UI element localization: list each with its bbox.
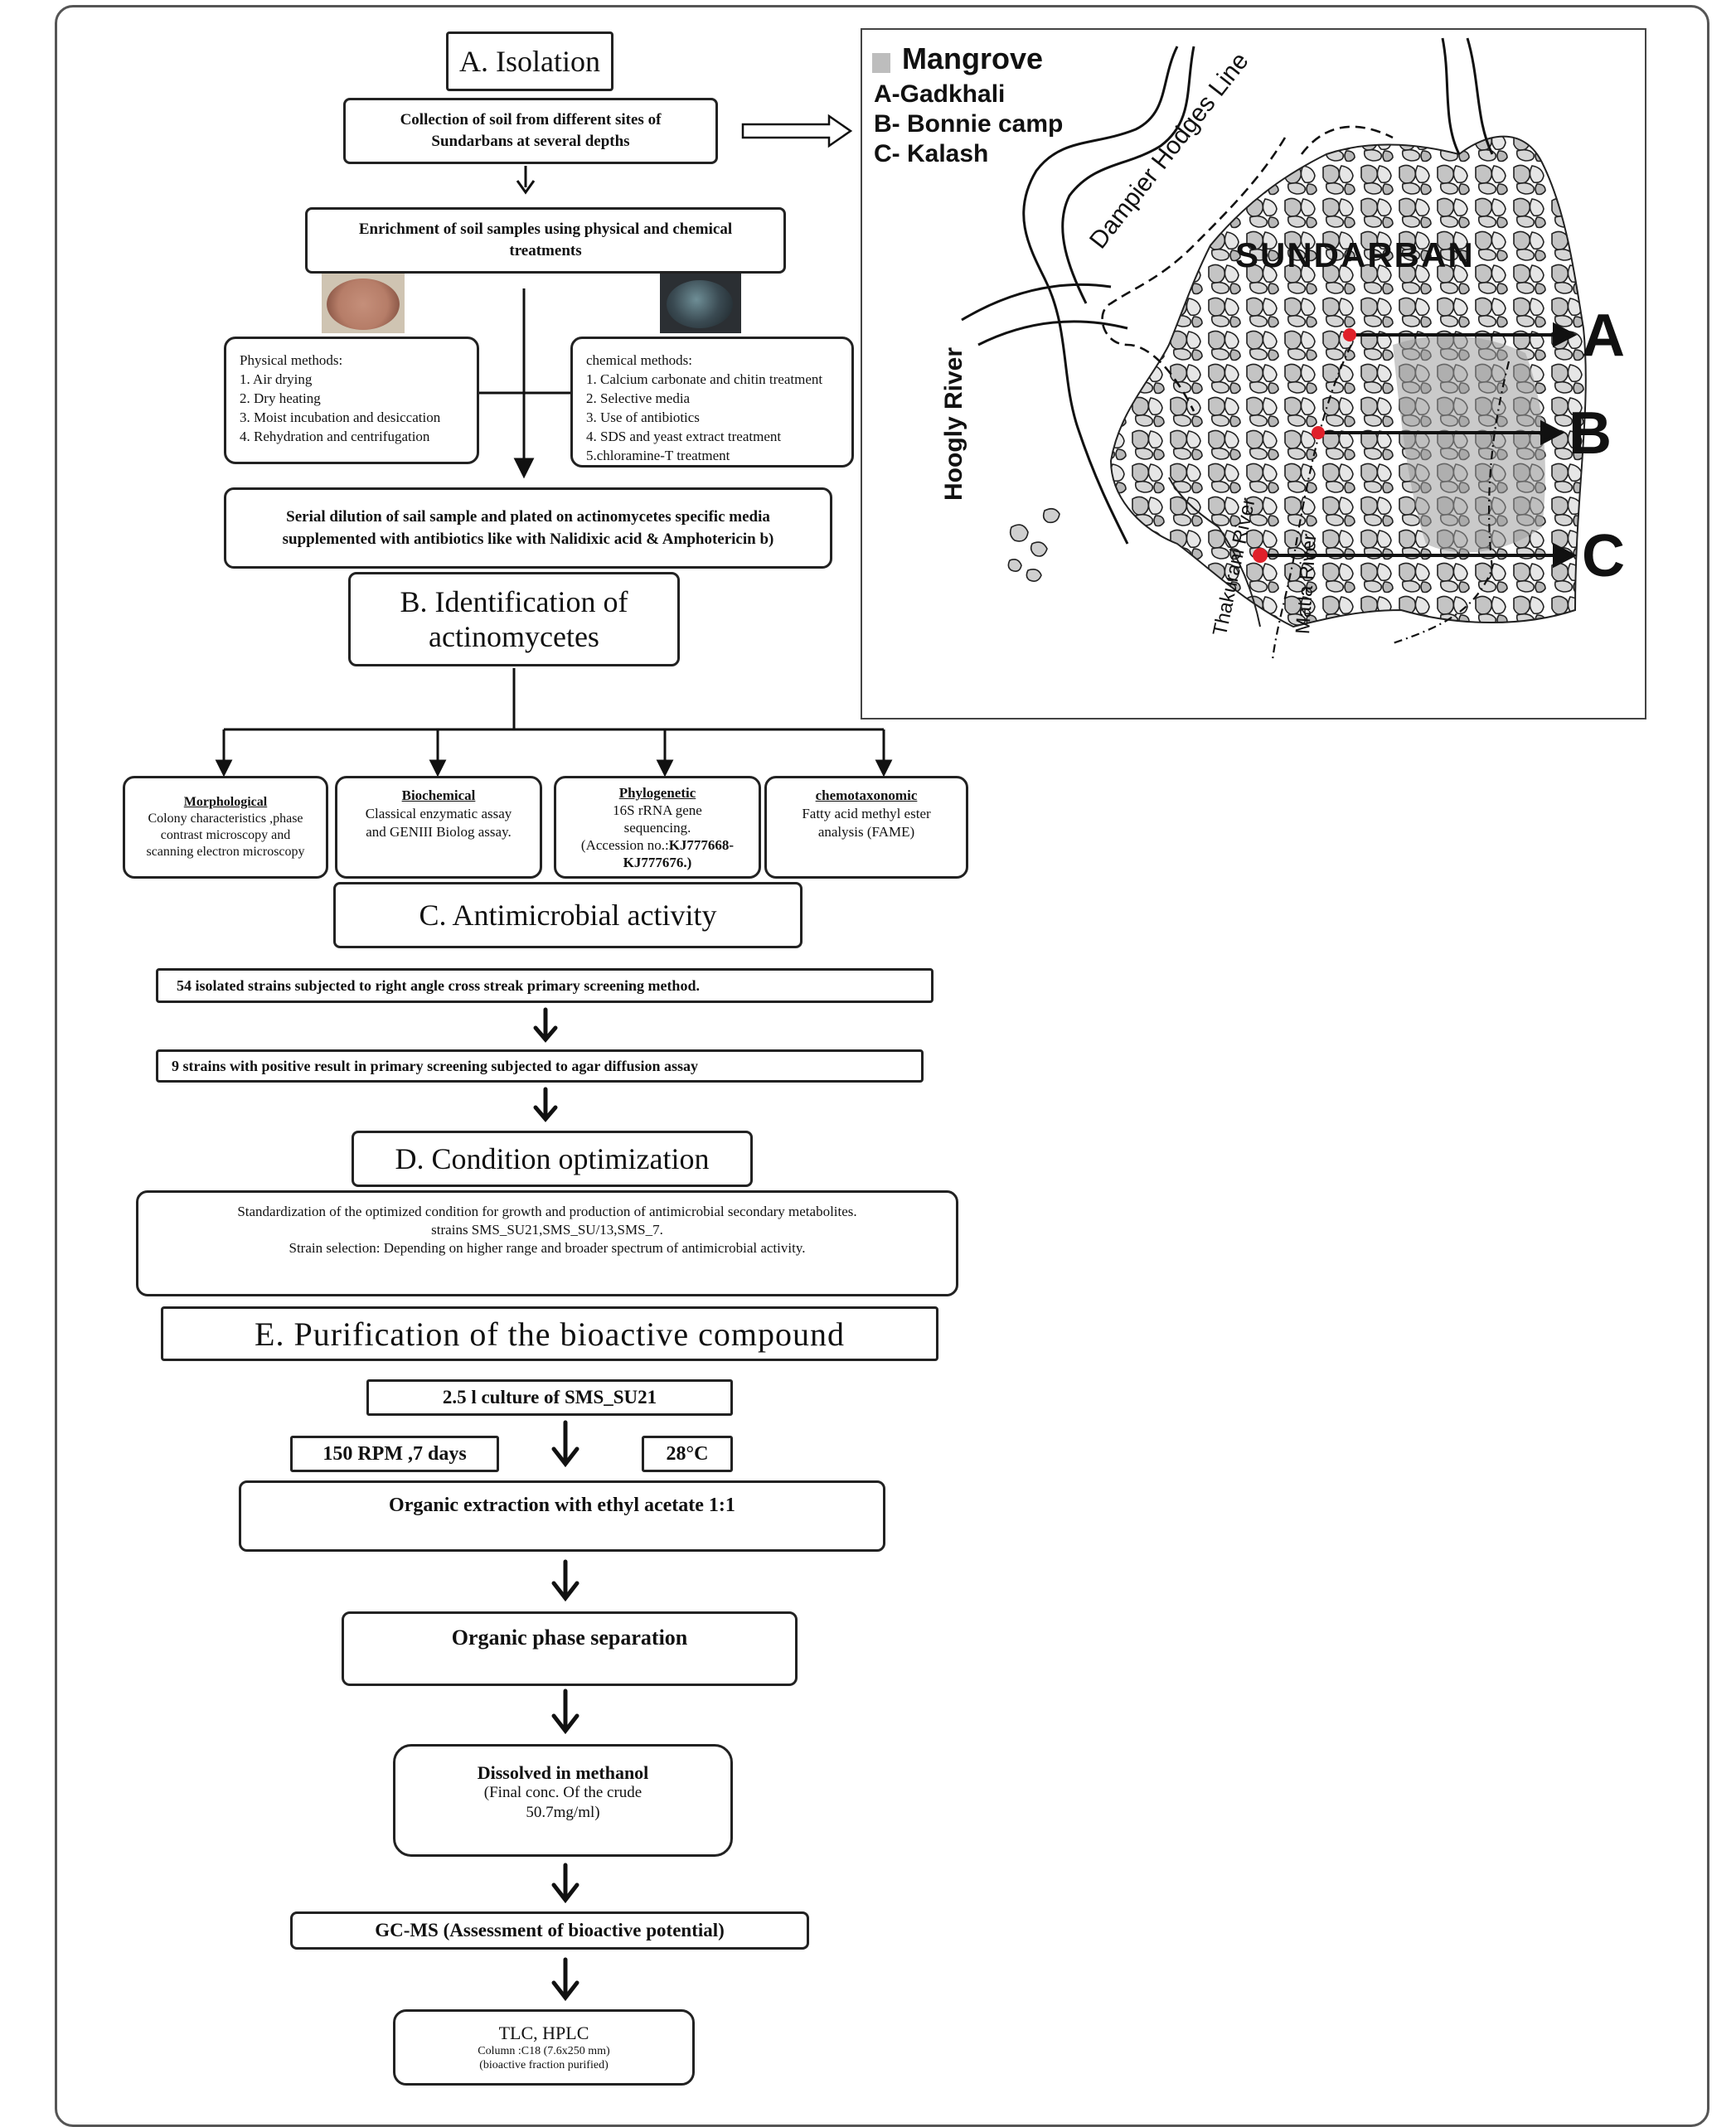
- optimization-line: Strain selection: Depending on higher ra…: [289, 1240, 806, 1256]
- morphological-heading: Morphological: [183, 795, 268, 809]
- chemotaxonomic-line: analysis (FAME): [817, 824, 915, 840]
- extraction-text: Organic extraction with ethyl acetate 1:…: [389, 1495, 735, 1516]
- phylogenetic-box: Phylogenetic 16S rRNA gene sequencing. (…: [554, 776, 761, 879]
- collection-box: Collection of soil from different sites …: [343, 98, 718, 164]
- chemical-item: 3. Use of antibiotics: [586, 409, 700, 425]
- chemical-item: 5.chloramine-T treatment: [586, 448, 730, 463]
- temperature-box: 28°C: [642, 1436, 733, 1472]
- tlc-line: Column :C18 (7.6x250 mm): [478, 2045, 610, 2057]
- physical-item: 4. Rehydration and centrifugation: [240, 429, 430, 444]
- physical-item: 1. Air drying: [240, 371, 313, 387]
- morphological-line: scanning electron microscopy: [146, 845, 305, 859]
- hoogly-label: Hoogly River: [940, 346, 967, 501]
- optimization-title-box: D. Condition optimization: [352, 1131, 753, 1187]
- antimicrobial-title: C. Antimicrobial activity: [419, 899, 717, 932]
- rpm-text: 150 RPM ,7 days: [322, 1442, 467, 1465]
- phylogenetic-line: sequencing.: [623, 819, 691, 836]
- identification-title-line-2: actinomycetes: [429, 620, 599, 653]
- identification-title-line-1: B. Identification of: [400, 585, 628, 618]
- site-b-marker: [1312, 426, 1325, 439]
- purification-title-box: E. Purification of the bioactive compoun…: [161, 1306, 938, 1361]
- optimization-title: D. Condition optimization: [395, 1142, 710, 1175]
- phase-separation-box: Organic phase separation: [342, 1611, 798, 1686]
- collection-line-2: Sundarbans at several depths: [431, 133, 630, 150]
- site-letter-a: A: [1582, 303, 1625, 369]
- optimization-line: strains SMS_SU21,SMS_SU/13,SMS_7.: [431, 1222, 663, 1238]
- morphological-line: contrast microscopy and: [160, 828, 291, 842]
- physical-item: 3. Moist incubation and desiccation: [240, 409, 441, 425]
- accession-line: (Accession no.:KJ777668-: [581, 836, 734, 854]
- biochemical-heading: Biochemical: [401, 787, 476, 803]
- physical-item: 2. Dry heating: [240, 390, 321, 406]
- accession-b: KJ777676.): [623, 854, 692, 870]
- map-legend-title: Mangrove: [902, 41, 1044, 75]
- enrichment-box: Enrichment of soil samples using physica…: [305, 207, 786, 274]
- accession-a: KJ777668-: [668, 836, 735, 853]
- morphological-box: Morphological Colony characteristics ,ph…: [123, 776, 328, 879]
- optimization-details-box: Standardization of the optimized conditi…: [136, 1190, 958, 1296]
- chemical-methods-box: chemical methods: 1. Calcium carbonate a…: [570, 337, 854, 468]
- extraction-box: Organic extraction with ethyl acetate 1:…: [239, 1480, 885, 1552]
- primary-screening-text: 54 isolated strains subjected to right a…: [177, 976, 700, 994]
- enrichment-line-1: Enrichment of soil samples using physica…: [358, 220, 733, 238]
- culture-text: 2.5 l culture of SMS_SU21: [442, 1387, 657, 1408]
- mangrove-swatch: [872, 53, 890, 73]
- biochemical-box: Biochemical Classical enzymatic assay an…: [335, 776, 542, 879]
- chemotaxonomic-line: Fatty acid methyl ester: [802, 806, 931, 821]
- agar-diffusion-box: 9 strains with positive result in primar…: [156, 1049, 924, 1083]
- agar-diffusion-text: 9 strains with positive result in primar…: [172, 1057, 699, 1074]
- gcms-box: GC-MS (Assessment of bioactive potential…: [290, 1911, 809, 1950]
- phase-separation-text: Organic phase separation: [451, 1626, 688, 1650]
- tlc-line: (bioactive fraction purified): [479, 2059, 609, 2071]
- site-c-marker: [1253, 548, 1268, 563]
- chemotaxonomic-heading: chemotaxonomic: [815, 787, 918, 803]
- chemical-item: 1. Calcium carbonate and chitin treatmen…: [586, 371, 823, 387]
- site-a-marker: [1343, 328, 1356, 342]
- serial-dilution-box: Serial dilution of sail sample and plate…: [224, 487, 832, 569]
- site-letter-b: B: [1569, 400, 1612, 467]
- physical-heading: Physical methods:: [240, 352, 343, 368]
- rpm-box: 150 RPM ,7 days: [290, 1436, 499, 1472]
- soil-plate-photo: [322, 274, 405, 333]
- collection-line-1: Collection of soil from different sites …: [400, 111, 662, 128]
- map-legend-item: C- Kalash: [874, 140, 989, 167]
- biochemical-line: Classical enzymatic assay: [365, 806, 512, 821]
- culture-box: 2.5 l culture of SMS_SU21: [366, 1379, 733, 1416]
- morphological-line: Colony characteristics ,phase: [148, 812, 303, 826]
- antimicrobial-title-box: C. Antimicrobial activity: [333, 882, 803, 948]
- isolation-title: A. Isolation: [459, 45, 600, 78]
- phylogenetic-heading: Phylogenetic: [618, 784, 696, 801]
- optimization-line: Standardization of the optimized conditi…: [237, 1204, 857, 1219]
- purification-title: E. Purification of the bioactive compoun…: [255, 1315, 845, 1353]
- enrichment-line-2: treatments: [509, 242, 582, 259]
- accession-prefix: (Accession no.:: [580, 836, 669, 853]
- serial-line-2: supplemented with antibiotics like with …: [282, 531, 774, 548]
- dissolved-line: (Final conc. Of the crude: [483, 1784, 643, 1801]
- temperature-text: 28°C: [666, 1442, 709, 1465]
- serial-line-1: Serial dilution of sail sample and plate…: [286, 508, 770, 526]
- identification-title-box: B. Identification of actinomycetes: [348, 572, 680, 666]
- gcms-text: GC-MS (Assessment of bioactive potential…: [375, 1920, 725, 1940]
- biochemical-line: and GENIII Biolog assay.: [366, 824, 512, 840]
- chemotaxonomic-box: chemotaxonomic Fatty acid methyl ester a…: [764, 776, 968, 879]
- chemical-heading: chemical methods:: [586, 352, 692, 368]
- tlc-hplc-box: TLC, HPLC Column :C18 (7.6x250 mm) (bioa…: [393, 2009, 695, 2086]
- isolation-title-box: A. Isolation: [446, 31, 613, 91]
- map-legend-item: B- Bonnie camp: [874, 110, 1064, 138]
- dissolved-box: Dissolved in methanol (Final conc. Of th…: [393, 1744, 733, 1857]
- primary-screening-box: 54 isolated strains subjected to right a…: [156, 968, 933, 1003]
- map-drawing: [872, 37, 1587, 661]
- tlc-title: TLC, HPLC: [498, 2023, 589, 2043]
- chemical-item: 2. Selective media: [586, 390, 691, 406]
- chemical-item: 4. SDS and yeast extract treatment: [586, 429, 782, 444]
- dissolved-line: 50.7mg/ml): [526, 1804, 600, 1821]
- phylogenetic-line: 16S rRNA gene: [613, 802, 702, 818]
- physical-methods-box: Physical methods: 1. Air drying 2. Dry h…: [224, 337, 479, 464]
- site-letter-c: C: [1582, 523, 1625, 589]
- dissolved-title: Dissolved in methanol: [477, 1762, 649, 1783]
- sundarban-label: SUNDARBAN: [1235, 235, 1475, 274]
- sundarban-map: Mangrove A-Gadkhali B- Bonnie camp C- Ka…: [861, 28, 1646, 719]
- map-legend-item: A-Gadkhali: [874, 80, 1006, 108]
- chemical-plate-photo: [660, 274, 741, 333]
